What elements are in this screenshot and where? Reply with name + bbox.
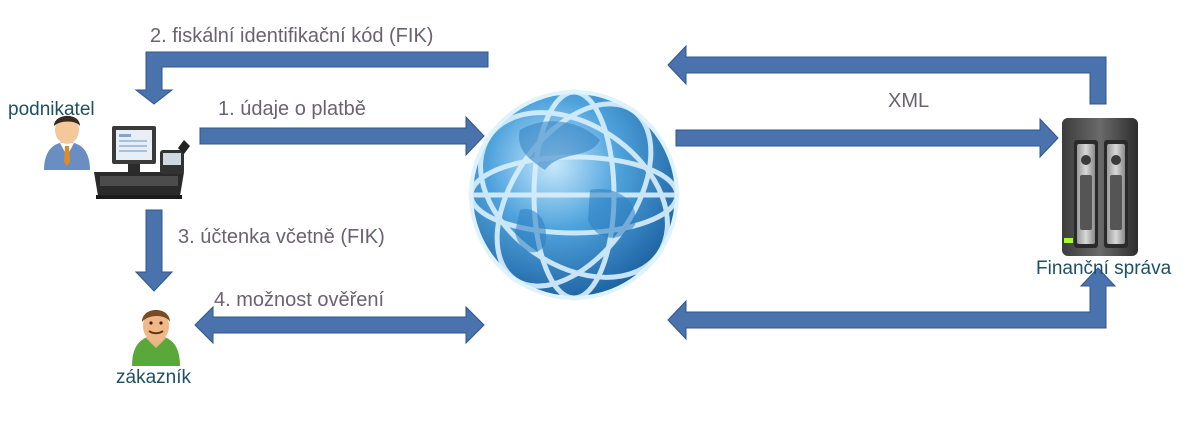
cash-register-icon <box>94 126 190 199</box>
arrow-payment-data <box>199 115 485 157</box>
arrow-receipt <box>134 209 174 292</box>
flow-label-payment: 1. údaje o platbě <box>218 98 366 120</box>
arrow-fik-return <box>134 51 489 105</box>
arrow-xml-response <box>667 44 1107 105</box>
actor-label-authority: Finanční správa <box>1036 258 1172 279</box>
actor-label-customer: zákazník <box>116 367 191 388</box>
customer-person-icon <box>132 310 180 366</box>
arrow-verification <box>194 305 485 345</box>
arrow-verification-server <box>667 267 1117 341</box>
server-icon <box>1062 118 1138 256</box>
merchant-person-icon <box>44 115 90 170</box>
arrow-xml-request <box>675 117 1059 159</box>
flow-label-xml: XML <box>888 90 930 112</box>
actor-label-merchant: podnikatel <box>8 99 95 120</box>
globe-icon <box>468 89 680 301</box>
flow-label-fik: 2. fiskální identifikační kód (FIK) <box>150 25 434 47</box>
flow-label-verification: 4. možnost ověření <box>214 289 385 311</box>
flow-label-receipt: 3. účtenka včetně (FIK) <box>178 226 385 248</box>
